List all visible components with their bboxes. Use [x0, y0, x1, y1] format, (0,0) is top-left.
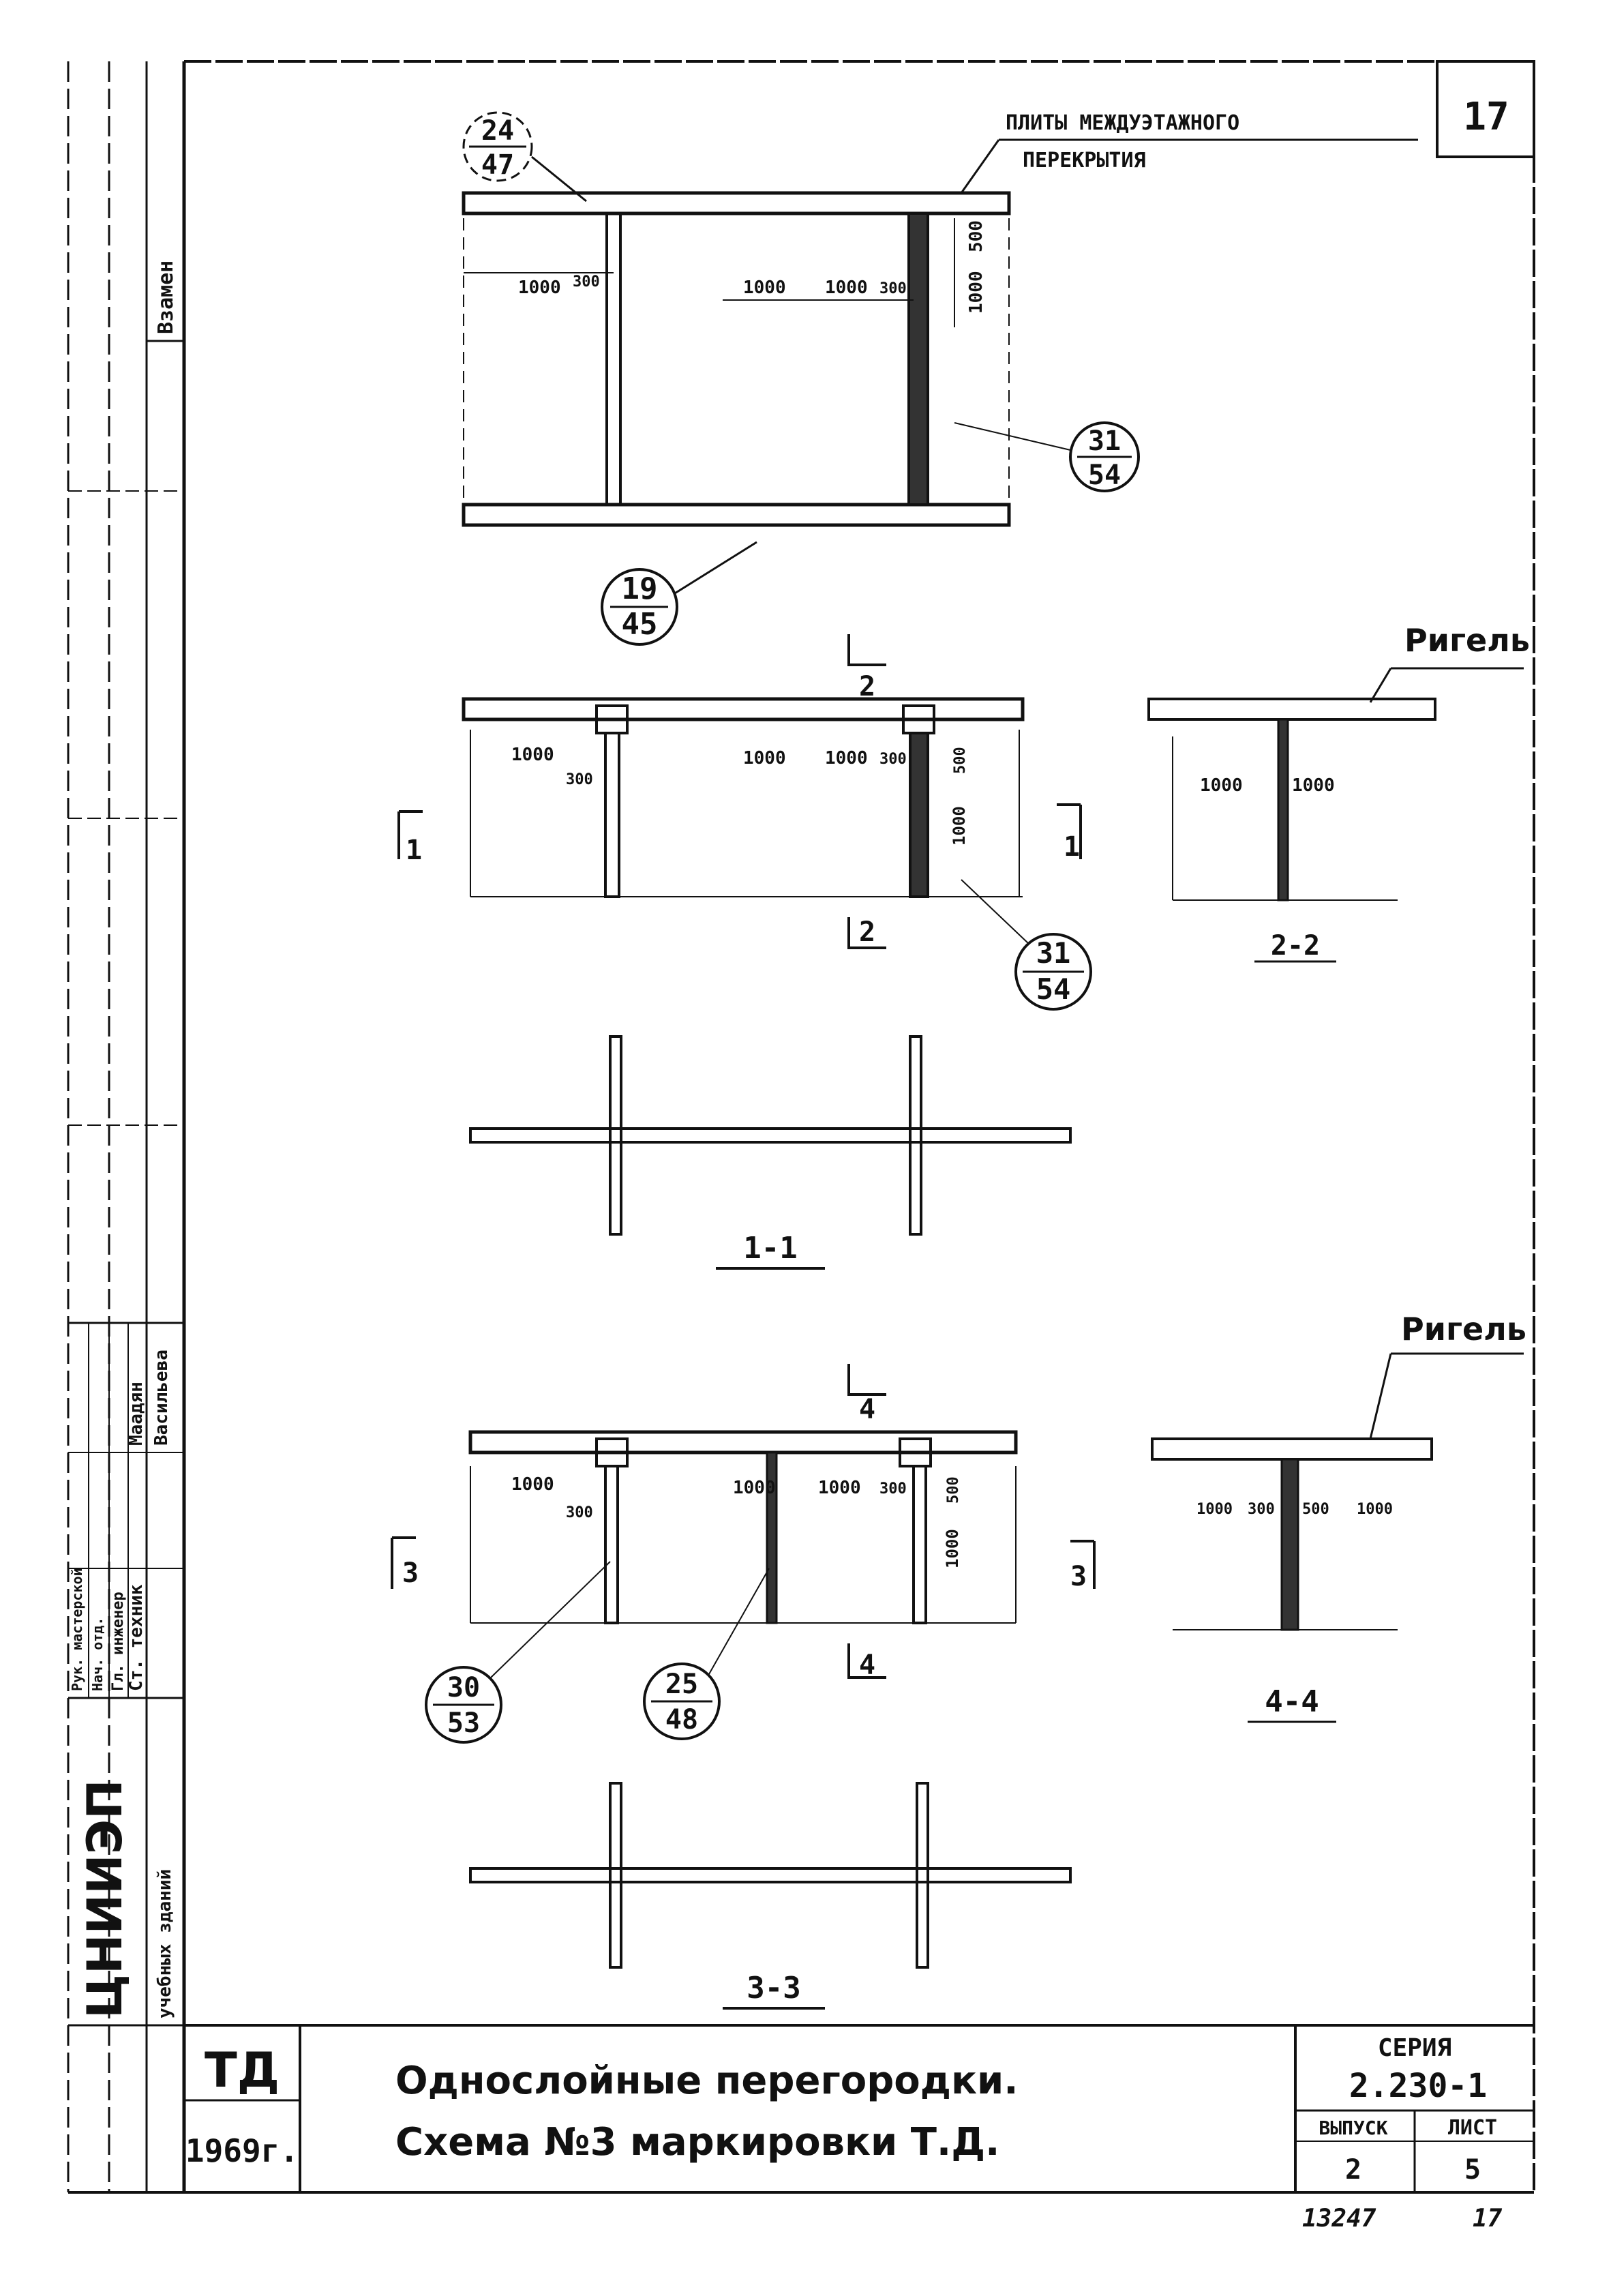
view4-callout-b: [643, 1568, 770, 1740]
view44-dim-1: 1000: [1196, 1501, 1233, 1518]
slab-bottom: [462, 503, 1011, 527]
view4-callout-a: [425, 1561, 611, 1744]
name-vasilieva: Васильева: [151, 1350, 172, 1446]
view4-dim-2: 300: [566, 1504, 593, 1521]
view4-dim-5: 300: [879, 1480, 907, 1497]
callout-right: [954, 421, 1140, 492]
view22-dim-1: 1000: [1200, 775, 1243, 796]
view2-dim-6: 1000: [950, 806, 969, 846]
view4-cut-bottom: 4: [859, 1650, 875, 1681]
view4-dim-4: 1000: [818, 1478, 861, 1498]
top-dim-4: 1000: [825, 278, 868, 298]
role-st-tekhnik: Ст. техник: [126, 1584, 147, 1691]
institute-name: ЦНИИЭП: [77, 1779, 133, 2018]
tb-list-label: ЛИСТ: [1448, 2116, 1497, 2140]
view44-dim-2: 300: [1248, 1501, 1275, 1518]
partition-left: [605, 212, 622, 506]
view33-caption: 3-3: [747, 1971, 800, 2006]
callout-top: [462, 111, 587, 203]
view4-dim-7: 1000: [943, 1529, 962, 1568]
view4-callout-b-den: 48: [665, 1704, 698, 1735]
institute-sub: учебных зданий: [155, 1869, 175, 2018]
top-view: [462, 191, 1011, 527]
callout-bottom-num: 19: [622, 571, 658, 606]
top-dim-6: 1000: [966, 271, 987, 314]
vzamen-label: Взамен: [154, 260, 178, 334]
view2-dim-3: 1000: [743, 748, 786, 769]
view4-callout-a-num: 30: [447, 1672, 480, 1703]
view44-rigel: Ригель: [1401, 1311, 1526, 1347]
view-4-elevation: [391, 1364, 1096, 1679]
view-2-elevation: [397, 634, 1082, 949]
tb-year: 1969г.: [185, 2132, 299, 2169]
slab-label-2: ПЕРЕКРЫТИЯ: [1023, 149, 1146, 173]
view44-caption: 4-4: [1265, 1684, 1319, 1719]
top-dim-7: 500: [966, 220, 987, 252]
left-strip: [68, 340, 184, 2027]
view2-callout: [961, 879, 1092, 1011]
role-rук-masterskoy: Рук. мастерской: [69, 1568, 85, 1691]
view2-cut-bottom: 2: [859, 916, 875, 948]
sheet-number-bottom: 17: [1473, 2205, 1503, 2233]
view4-dim-1: 1000: [511, 1474, 554, 1495]
callout-top-den: 47: [481, 149, 514, 181]
tb-series-label: СЕРИЯ: [1378, 2034, 1451, 2062]
view11-caption: 1-1: [743, 1231, 797, 1266]
view2-dim-7: 500: [952, 747, 969, 774]
tb-vypusk-label: ВЫПУСК: [1319, 2117, 1387, 2139]
callout-bottom-den: 45: [622, 607, 658, 642]
view22-rigel: Ригель: [1404, 622, 1530, 659]
role-gl-inzhener: Гл. инженер: [110, 1592, 127, 1691]
tb-title-2: Схема №3 маркировки Т.Д.: [395, 2120, 999, 2164]
view4-cut-right: 3: [1070, 1561, 1087, 1592]
view22-dim-2: 1000: [1292, 775, 1335, 796]
view2-cut-left: 1: [406, 835, 422, 866]
partition-right: [907, 212, 929, 506]
tb-vypusk-value: 2: [1345, 2154, 1361, 2186]
callout-bottom: [601, 541, 757, 646]
archive-number: 13247: [1302, 2205, 1376, 2233]
sheet-number-top: 17: [1463, 95, 1509, 139]
top-dim-5: 300: [879, 280, 907, 297]
tb-ta: ТД: [205, 2042, 280, 2098]
top-dim-2: 300: [573, 273, 600, 290]
role-nach-otd: Нач. отд.: [89, 1617, 106, 1691]
view4-cut-top: 4: [859, 1394, 875, 1425]
view44-dim-3: 500: [1302, 1501, 1329, 1518]
view4-dim-6: 500: [945, 1476, 962, 1504]
callout-right-num: 31: [1088, 426, 1121, 457]
sheet-frame: [67, 60, 1535, 2194]
view2-dim-5: 300: [879, 751, 907, 768]
view4-cut-left: 3: [402, 1557, 419, 1589]
view4-callout-b-num: 25: [665, 1669, 698, 1700]
view2-dim-4: 1000: [825, 748, 868, 769]
tb-title-1: Однослойные перегородки.: [395, 2059, 1019, 2103]
view2-dim-2: 300: [566, 771, 593, 788]
section-2-2: [1147, 667, 1524, 963]
top-dim-1: 1000: [518, 278, 561, 298]
view2-dim-1: 1000: [511, 745, 554, 765]
slab-label-1: ПЛИТЫ МЕЖДУЭТАЖНОГО: [1006, 111, 1239, 135]
callout-top-num: 24: [481, 115, 514, 147]
section-1-1: [469, 1035, 1072, 1270]
view2-callout-den: 54: [1036, 972, 1071, 1006]
view2-cut-right: 1: [1064, 831, 1080, 863]
tb-list-value: 5: [1464, 2154, 1481, 2186]
view22-caption: 2-2: [1271, 930, 1320, 961]
view2-callout-num: 31: [1036, 936, 1071, 970]
section-3-3: [469, 1782, 1072, 2010]
view4-dim-3: 1000: [733, 1478, 776, 1498]
top-dim-3: 1000: [743, 278, 786, 298]
slab-top: [462, 191, 1011, 215]
title-block: [184, 2024, 1534, 2192]
section-4-4: [1151, 1352, 1524, 1723]
tb-series-value: 2.230-1: [1349, 2067, 1487, 2105]
callout-right-den: 54: [1088, 460, 1121, 491]
view44-dim-4: 1000: [1357, 1501, 1393, 1518]
view4-callout-a-den: 53: [447, 1708, 480, 1739]
view2-cut-top: 2: [859, 671, 875, 702]
name-maadyan: Маадян: [126, 1382, 147, 1446]
